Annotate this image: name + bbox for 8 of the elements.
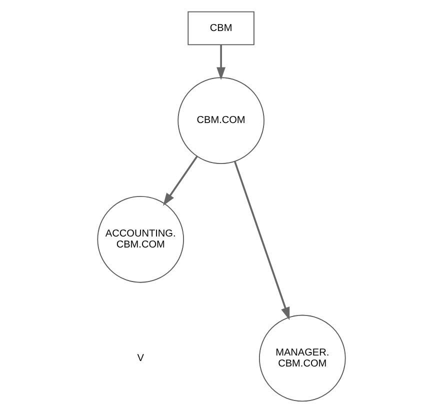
node-box: CBM bbox=[187, 11, 254, 46]
label: V bbox=[136, 352, 144, 364]
arrow bbox=[216, 44, 226, 80]
node-circle: CBM.COM bbox=[177, 77, 264, 164]
arrow bbox=[233, 161, 290, 320]
node-circle: MANAGER. CBM.COM bbox=[258, 314, 346, 402]
node-circle: ACCOUNTING. CBM.COM bbox=[96, 196, 184, 283]
arrow bbox=[162, 156, 198, 206]
